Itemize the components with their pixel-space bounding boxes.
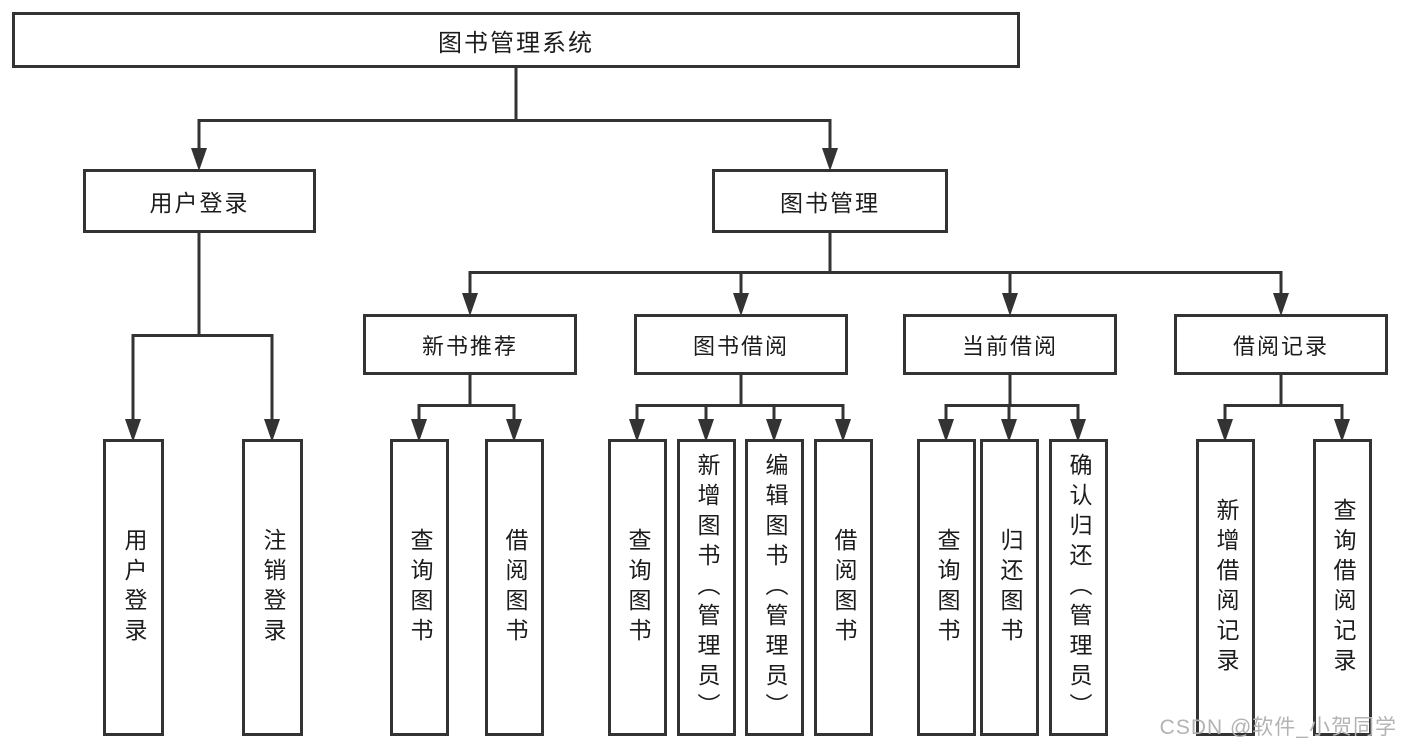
- node-library-management-system: 图书管理系统: [12, 12, 1020, 68]
- leaf-add-book-admin: 新增图书（管理员）: [677, 439, 736, 736]
- leaf-label: 注销登录: [260, 527, 286, 648]
- leaf-label: 编辑图书（管理员）: [762, 452, 788, 723]
- node-borrow-records: 借阅记录: [1174, 314, 1388, 375]
- leaf-label: 归还图书: [997, 527, 1023, 648]
- node-book-borrow: 图书借阅: [634, 314, 848, 375]
- node-current-borrow: 当前借阅: [903, 314, 1117, 375]
- leaf-label: 借阅图书: [502, 527, 528, 648]
- leaf-recommend-borrow-books: 借阅图书: [485, 439, 544, 736]
- leaf-user-login: 用户登录: [103, 439, 164, 736]
- node-book-management: 图书管理: [712, 169, 948, 233]
- leaf-edit-book-admin: 编辑图书（管理员）: [745, 439, 804, 736]
- leaf-query-borrow-record: 查询借阅记录: [1313, 439, 1372, 736]
- node-user-login: 用户登录: [83, 169, 316, 233]
- leaf-label: 用户登录: [121, 527, 147, 648]
- leaf-borrow-query-books: 查询图书: [608, 439, 667, 736]
- leaf-label: 借阅图书: [831, 527, 857, 648]
- leaf-current-query-books: 查询图书: [917, 439, 976, 736]
- leaf-label: 确认归还（管理员）: [1066, 452, 1092, 723]
- leaf-label: 新增图书（管理员）: [694, 452, 720, 723]
- leaf-label: 查询图书: [625, 527, 651, 648]
- leaf-label: 查询图书: [934, 527, 960, 648]
- leaf-logout: 注销登录: [242, 439, 303, 736]
- leaf-borrow-borrow-books: 借阅图书: [814, 439, 873, 736]
- leaf-label: 查询借阅记录: [1330, 497, 1356, 678]
- node-new-book-recommend: 新书推荐: [363, 314, 577, 375]
- leaf-confirm-return-admin: 确认归还（管理员）: [1049, 439, 1108, 736]
- leaf-add-borrow-record: 新增借阅记录: [1196, 439, 1255, 736]
- arrowheads: [125, 148, 1350, 442]
- leaf-label: 新增借阅记录: [1213, 497, 1239, 678]
- leaf-recommend-query-books: 查询图书: [390, 439, 449, 736]
- leaf-label: 查询图书: [407, 527, 433, 648]
- leaf-return-books: 归还图书: [980, 439, 1039, 736]
